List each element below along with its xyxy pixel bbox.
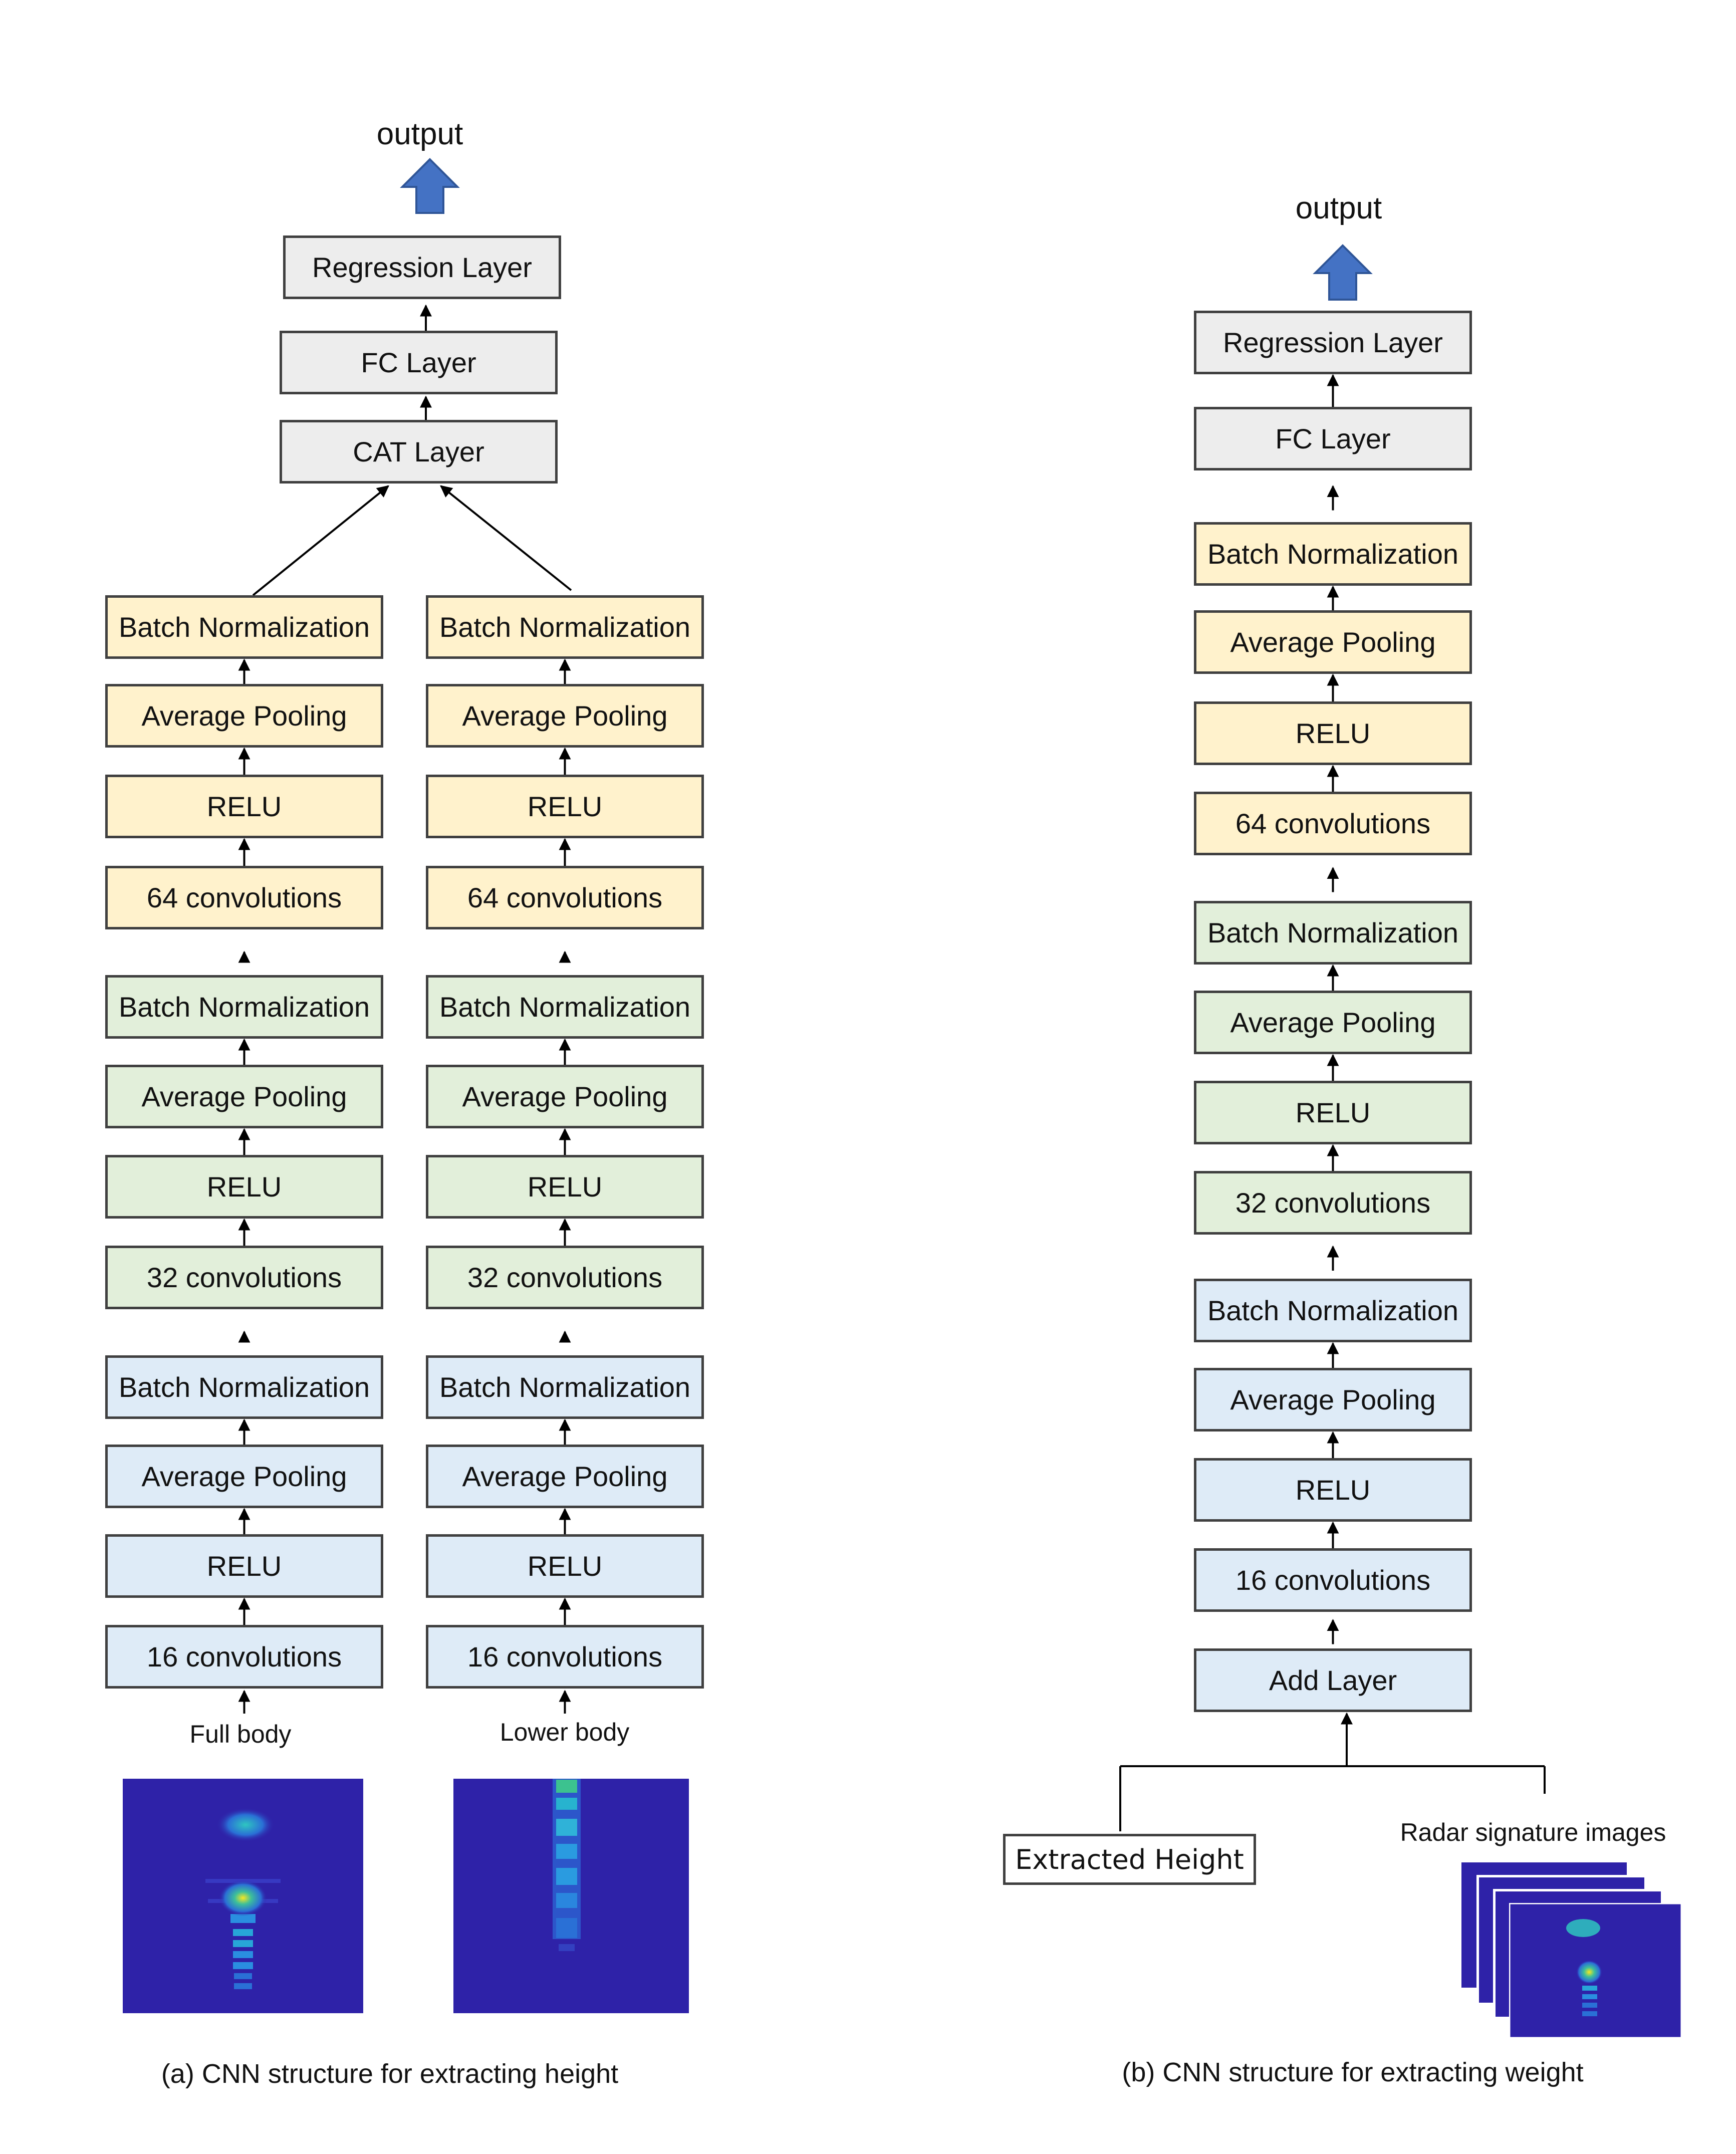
b-row13-16-convolutions-box: 16 convolutions: [1194, 1548, 1472, 1612]
a-branch0-row3-64-convolutions-box: 64 convolutions: [105, 866, 383, 929]
caption-b: (b) CNN structure for extracting weight: [1122, 2057, 1584, 2087]
b-row0-regression-layer-box: Regression Layer: [1194, 311, 1472, 374]
output-label-b: output: [1295, 191, 1382, 225]
b-row12-relu-box: RELU: [1194, 1458, 1472, 1522]
b-row7-average-pooling-box: Average Pooling: [1194, 991, 1472, 1054]
a-branch1-row8-batch-normalization-box: Batch Normalization: [426, 1355, 704, 1419]
b-row14-add-layer-box: Add Layer: [1194, 1648, 1472, 1712]
a-branch1-row0-batch-normalization-box: Batch Normalization: [426, 595, 704, 659]
a-branch1-row2-relu-box: RELU: [426, 775, 704, 838]
full-body-radar-image: [123, 1779, 363, 2013]
a-merge-right-arrow: [440, 485, 572, 591]
b-row6-batch-normalization-box: Batch Normalization: [1194, 901, 1472, 965]
a-branch1-row4-batch-normalization-box: Batch Normalization: [426, 975, 704, 1039]
radar-signature-label: Radar signature images: [1400, 1818, 1666, 1846]
a-branch1-row6-relu-box: RELU: [426, 1155, 704, 1219]
radar-stack-front-image: [1509, 1903, 1682, 2038]
a-head-1-fc-layer-box: FC Layer: [280, 331, 558, 394]
a-branch0-row10-relu-box: RELU: [105, 1534, 383, 1598]
a-merge-left-arrow: [252, 485, 389, 596]
b-row9-32-convolutions-box: 32 convolutions: [1194, 1171, 1472, 1235]
a-branch1-row11-16-convolutions-box: 16 convolutions: [426, 1625, 704, 1689]
b-row2-batch-normalization-box: Batch Normalization: [1194, 522, 1472, 586]
a-branch0-row7-32-convolutions-box: 32 convolutions: [105, 1246, 383, 1309]
a-branch0-row6-relu-box: RELU: [105, 1155, 383, 1219]
input-label-full-body: Full body: [189, 1720, 292, 1748]
a-head-2-cat-layer-box: CAT Layer: [280, 420, 558, 484]
b-row5-64-convolutions-box: 64 convolutions: [1194, 792, 1472, 855]
a-branch0-row1-average-pooling-box: Average Pooling: [105, 684, 383, 748]
a-head-0-regression-layer-box: Regression Layer: [283, 235, 561, 299]
a-branch0-row8-batch-normalization-box: Batch Normalization: [105, 1355, 383, 1419]
a-branch0-row5-average-pooling-box: Average Pooling: [105, 1065, 383, 1128]
a-branch1-row3-64-convolutions-box: 64 convolutions: [426, 866, 704, 929]
a-branch1-row1-average-pooling-box: Average Pooling: [426, 684, 704, 748]
a-branch0-row2-relu-box: RELU: [105, 775, 383, 838]
output-label-a: output: [376, 117, 463, 151]
lower-body-radar-image: [453, 1779, 689, 2013]
input-label-lower-body: Lower body: [500, 1718, 630, 1746]
a-branch1-row7-32-convolutions-box: 32 convolutions: [426, 1246, 704, 1309]
a-branch0-row9-average-pooling-box: Average Pooling: [105, 1445, 383, 1508]
a-branch0-row11-16-convolutions-box: 16 convolutions: [105, 1625, 383, 1689]
a-branch1-row10-relu-box: RELU: [426, 1534, 704, 1598]
b-row1-fc-layer-box: FC Layer: [1194, 407, 1472, 470]
output-arrow-icon-b: [1313, 244, 1373, 301]
b-row8-relu-box: RELU: [1194, 1081, 1472, 1144]
b-row11-average-pooling-box: Average Pooling: [1194, 1368, 1472, 1431]
a-branch1-row9-average-pooling-box: Average Pooling: [426, 1445, 704, 1508]
extracted-height-box: Extracted Height: [1003, 1834, 1256, 1885]
output-arrow-icon-a: [400, 158, 460, 214]
a-branch1-row5-average-pooling-box: Average Pooling: [426, 1065, 704, 1128]
b-row10-batch-normalization-box: Batch Normalization: [1194, 1279, 1472, 1342]
b-row3-average-pooling-box: Average Pooling: [1194, 610, 1472, 674]
b-row4-relu-box: RELU: [1194, 701, 1472, 765]
caption-a: (a) CNN structure for extracting height: [161, 2059, 619, 2089]
a-branch0-row0-batch-normalization-box: Batch Normalization: [105, 595, 383, 659]
a-branch0-row4-batch-normalization-box: Batch Normalization: [105, 975, 383, 1039]
